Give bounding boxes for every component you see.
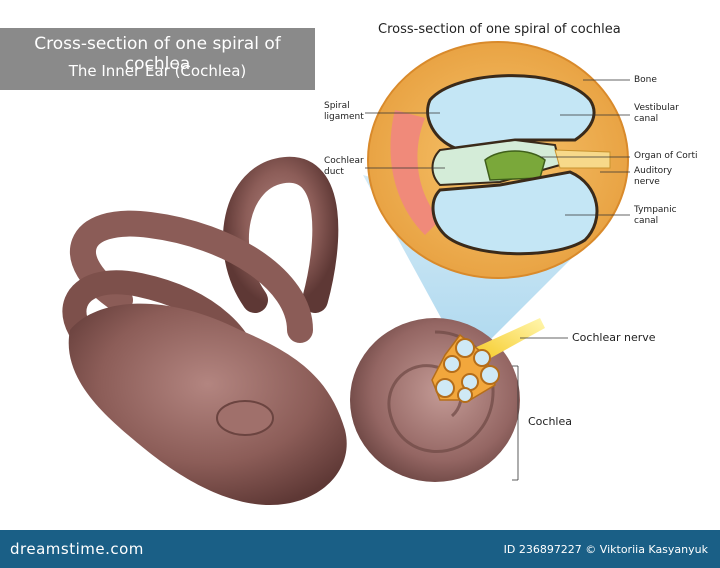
cross-section-circle <box>367 41 629 279</box>
label-auditory-nerve: Auditory nerve <box>634 166 673 187</box>
cochlea-turns-section <box>431 333 500 403</box>
label-cochlear-nerve: Cochlear nerve <box>572 331 656 344</box>
footer-bar: dreamstime.com ID 236897227 © Viktoriia … <box>0 530 720 568</box>
main-title: Cross-section of one spiral of cochlea <box>34 34 281 74</box>
label-tympanic-canal: Tympanic canal <box>634 205 677 226</box>
organ-of-corti-shape <box>484 150 546 181</box>
footer-logo[interactable]: dreamstime.com <box>10 540 144 558</box>
cross-section-title: Cross-section of one spiral of cochlea <box>378 22 621 37</box>
subtitle: The Inner Ear (Cochlea) <box>68 62 247 80</box>
footer-credit: ID 236897227 © Viktoriia Kasyanyuk <box>503 543 708 556</box>
label-cochlea: Cochlea <box>528 415 572 428</box>
vestibule <box>68 303 347 505</box>
label-spiral-ligament: Spiral ligament <box>324 101 364 122</box>
label-cochlear-duct: Cochlear duct <box>324 156 364 177</box>
vestibular-canal-shape <box>426 74 596 150</box>
tympanic-canal-shape <box>431 170 599 256</box>
label-bone: Bone <box>634 75 657 85</box>
auditory-nerve-shape <box>554 149 611 169</box>
leader-lines <box>365 79 630 481</box>
label-organ-of-corti: Organ of Corti <box>634 151 698 161</box>
oval-window <box>216 400 274 436</box>
title-box: Cross-section of one spiral of cochlea T… <box>0 28 315 90</box>
label-vestibular-canal: Vestibular canal <box>634 103 679 124</box>
